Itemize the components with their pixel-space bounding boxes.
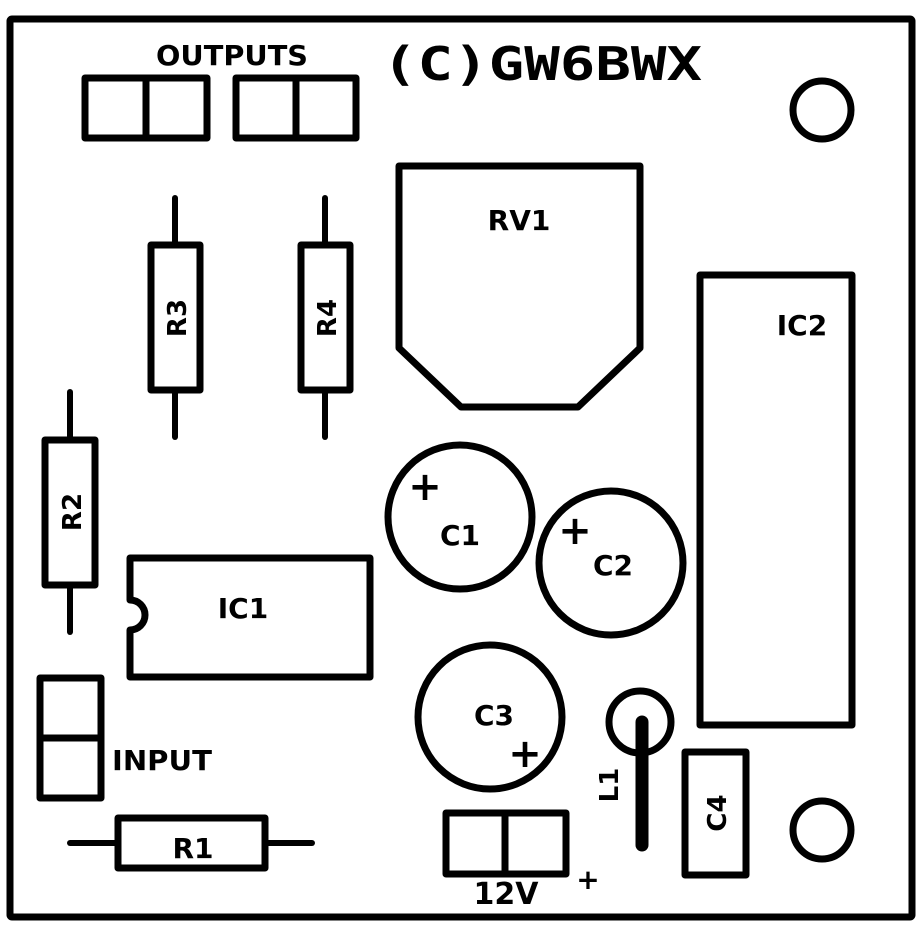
r4-label: R4 [313,299,343,337]
r3-label: R3 [163,299,193,337]
inductor-l1[interactable]: L1 [595,687,675,852]
c3-label: C3 [474,699,514,732]
ic2-package[interactable]: IC2 [696,271,856,729]
l1-label: L1 [595,768,625,803]
output-connector-2[interactable] [232,74,360,142]
c1-polarity-mark: + [408,464,442,510]
potentiometer-rv1[interactable]: RV1 [395,162,644,411]
r2-label: R2 [58,493,88,531]
power-polarity-mark: + [576,863,599,896]
c2-polarity-mark: + [558,508,592,554]
r1-label: R1 [172,832,213,865]
ic1-label: IC1 [218,592,268,625]
resistor-r2[interactable]: R2 [41,389,99,635]
ic1-package[interactable]: IC1 [126,554,374,681]
capacitor-c4[interactable]: C4 [681,748,750,879]
c3-polarity-mark: + [508,731,542,777]
ic2-label: IC2 [777,309,827,342]
c2-label: C2 [593,549,633,582]
input-label: INPUT [112,744,212,777]
resistor-r3[interactable]: R3 [147,195,204,440]
input-connector[interactable] [36,674,105,802]
c1-label: C1 [440,519,480,552]
capacitor-c2[interactable]: + C2 [535,487,687,639]
outputs-label: OUTPUTS [156,39,308,72]
resistor-r1[interactable]: R1 [67,814,315,872]
power-label: 12V [474,877,540,912]
resistor-r4[interactable]: R4 [297,195,354,440]
output-connector-1[interactable] [81,74,211,142]
capacitor-c1[interactable]: + C1 [384,441,536,593]
c4-label: C4 [703,794,733,831]
mounting-hole-top [789,77,855,143]
board-title: (C)GW6BWX [382,37,702,91]
board-outline [6,15,916,921]
rv1-label: RV1 [488,204,551,237]
capacitor-c3[interactable]: + C3 [414,641,566,793]
mounting-hole-bottom [789,797,855,863]
power-connector-12v[interactable] [442,809,570,878]
